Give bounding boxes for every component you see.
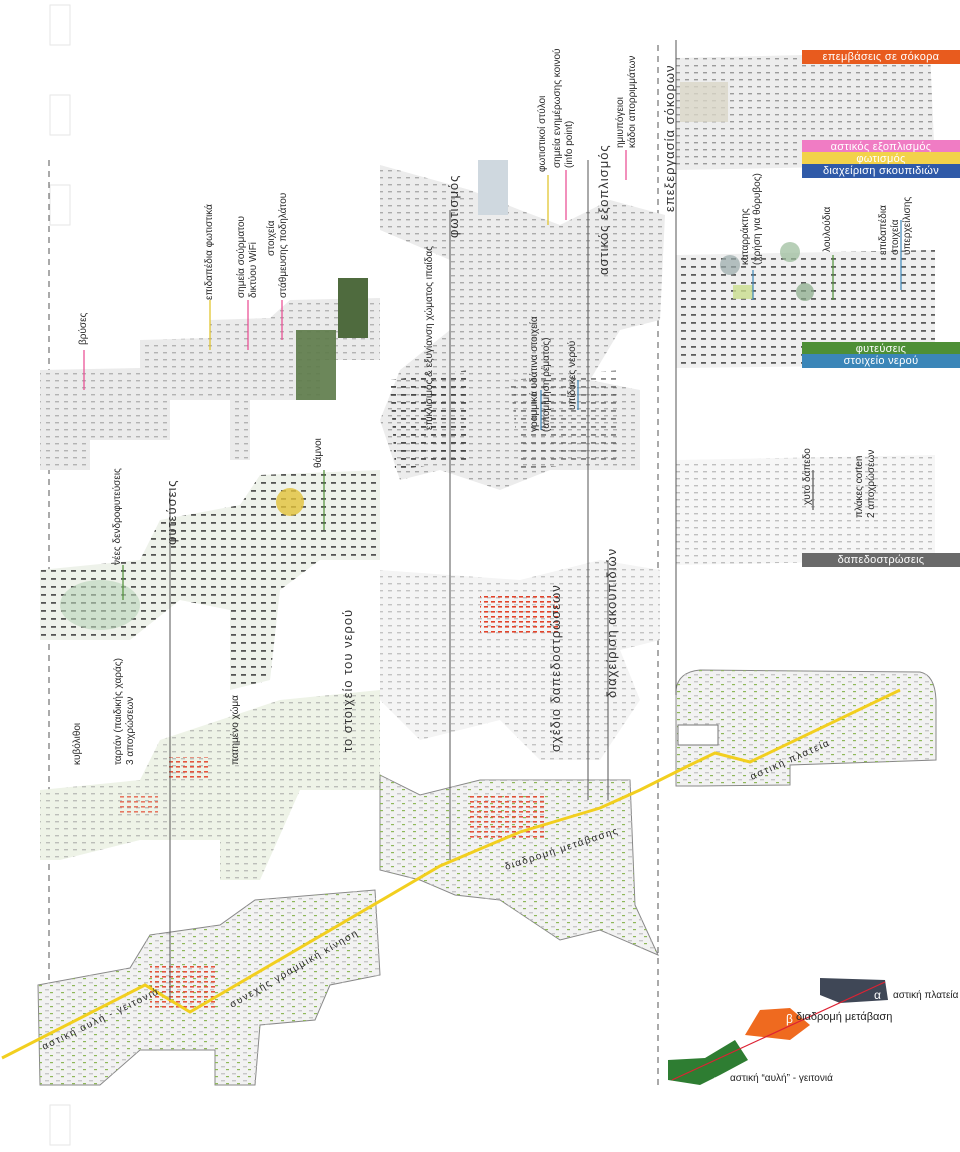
layer-paving-right bbox=[676, 455, 935, 565]
label-relief: επικλισιμός & εξυγίανση χώματος ιπαίδας bbox=[423, 246, 435, 430]
label-tartan-2: 3 αποχρώσεων bbox=[124, 697, 136, 765]
layer-base-plan bbox=[37, 774, 659, 1086]
layer-planting-right bbox=[676, 242, 935, 368]
label-cobbles: κυβόλιθοι bbox=[71, 723, 83, 765]
annotations: βρύσες επιδαπέδια φωτιστικά σημεία σούρμ… bbox=[71, 49, 913, 766]
label-cast-floor: χυτό δάπεδο bbox=[801, 448, 813, 505]
label-cascade-2: (χρήση για θόρυβος) bbox=[751, 173, 763, 265]
connector-lines bbox=[169, 40, 677, 1000]
label-floor-1: επιδαπέδια bbox=[877, 205, 889, 255]
title-urban-equipment: αστικός εξοπλισμός bbox=[596, 144, 611, 275]
label-water-line-1: γραμμικά υδάτινα στοιχεία bbox=[528, 316, 540, 432]
layer-lighting-middle bbox=[380, 160, 665, 490]
title-planting: φυτεύσεις bbox=[164, 479, 179, 545]
label-packed-soil: πατημένο χώμα bbox=[229, 695, 241, 765]
label-wifi-2: δικτύου WiFi bbox=[247, 242, 259, 298]
margin-ticks bbox=[49, 4, 71, 1146]
legend-lighting: φωτισμός bbox=[802, 152, 960, 166]
layer-planting-left bbox=[40, 470, 380, 690]
legend-paving: δαπεδοστρώσεις bbox=[802, 553, 960, 567]
label-floor-lights: επιδαπέδια φωτιστικά bbox=[203, 204, 215, 300]
label-water-line-2: (απομίμηση ρέματος) bbox=[540, 338, 552, 432]
layer-square-base bbox=[675, 669, 937, 787]
layer-equipment-left bbox=[40, 278, 380, 470]
legend-water: στοιχείο νερού bbox=[802, 354, 960, 368]
label-new-trees: νέες δενδροφυτεύσεις bbox=[111, 468, 123, 565]
title-paving-design: σχέδιο δαπεδοστρώσεων bbox=[548, 584, 563, 752]
key-b-label: διαδρομή μετάβαση bbox=[796, 1011, 893, 1023]
legend-waste: διαχείριση σκουπιδιών bbox=[802, 164, 960, 178]
label-water-troughs: υπίδακες νερού bbox=[566, 341, 578, 410]
title-facade-work: επεξεργασία σόκορων bbox=[662, 65, 677, 213]
label-floor-3: υπερχείλισης bbox=[901, 197, 913, 255]
legend-urban-equipment: αστικός εξοπλισμός bbox=[802, 140, 960, 154]
layer-paving-left bbox=[40, 690, 380, 880]
label-shrubs: θάμνοι bbox=[312, 438, 324, 468]
label-info-2: (info point) bbox=[564, 121, 575, 168]
key-b-letter: β bbox=[786, 1012, 793, 1026]
title-waste-management: διαχείριση ακουπιδιών bbox=[604, 548, 619, 698]
key-c-label: αστική “αυλή” - γειτονιά bbox=[730, 1073, 833, 1084]
title-water-element: το στοιχείο του νερού bbox=[340, 609, 355, 752]
label-corten-2: 2 αποχρώσεων bbox=[865, 450, 877, 518]
key-a-letter: α bbox=[874, 988, 881, 1002]
key-c-letter: γ bbox=[714, 1073, 720, 1087]
label-fountains: βρύσες bbox=[77, 312, 89, 345]
label-corten-1: πλάκες corten bbox=[853, 456, 865, 518]
label-flowers: λουλούδια bbox=[821, 206, 833, 252]
label-bins-2: κάδοι απορριμμάτων bbox=[626, 56, 638, 148]
label-floor-2: στοιχεία bbox=[889, 219, 901, 255]
key-a-label: αστική πλατεία bbox=[893, 990, 959, 1001]
label-lamp-posts: φωτιστικοί στύλοι bbox=[536, 96, 548, 172]
label-bike-2: στάθμευσης ποδηλάτου bbox=[277, 193, 289, 298]
legend-interventions: επεμβάσεις σε σόκορα bbox=[802, 50, 960, 64]
route-line bbox=[1, 688, 901, 1060]
label-bike-1: στοιχεία bbox=[265, 220, 277, 256]
label-bins-1: ημιυπόγειοι bbox=[614, 97, 626, 148]
label-wifi-1: σημεία σούρματου bbox=[235, 216, 247, 298]
label-cascade-1: καταρράκτης bbox=[739, 208, 751, 265]
label-info-1: σημεία ενημέρωσης κοινού bbox=[551, 49, 563, 169]
label-tartan-1: ταρτάν (παιδικής χαράς) bbox=[112, 658, 124, 765]
key-graphics bbox=[668, 978, 888, 1085]
annotation-ticks bbox=[83, 150, 902, 600]
title-lighting: φωτισμός bbox=[446, 175, 461, 238]
legend-planting: φυτεύσεις bbox=[802, 342, 960, 356]
